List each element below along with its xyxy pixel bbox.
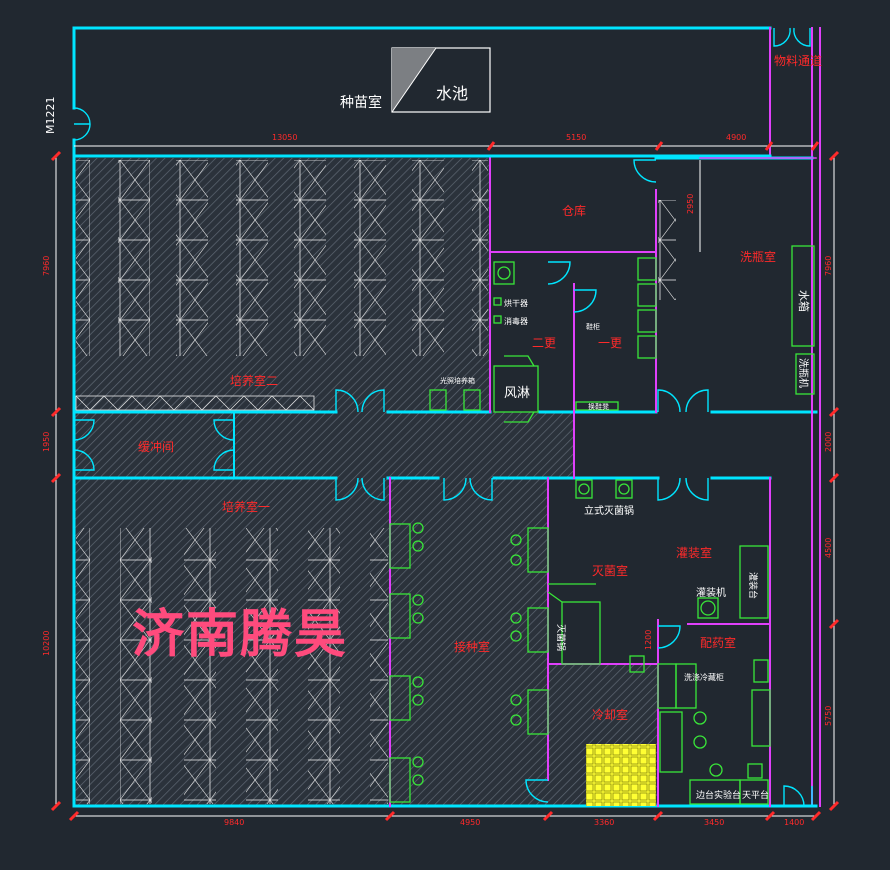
racks-culture-1 [76, 528, 388, 804]
cooling-racks [586, 744, 656, 806]
dimension-lines [55, 145, 835, 817]
equipment [389, 245, 815, 805]
corridor-floor [74, 412, 574, 478]
doors [73, 27, 813, 807]
pool [391, 47, 491, 113]
dimension-ticks [50, 141, 840, 822]
rack-bottle-wash [658, 200, 676, 300]
walls [72, 26, 821, 808]
racks-culture-2 [75, 160, 488, 411]
